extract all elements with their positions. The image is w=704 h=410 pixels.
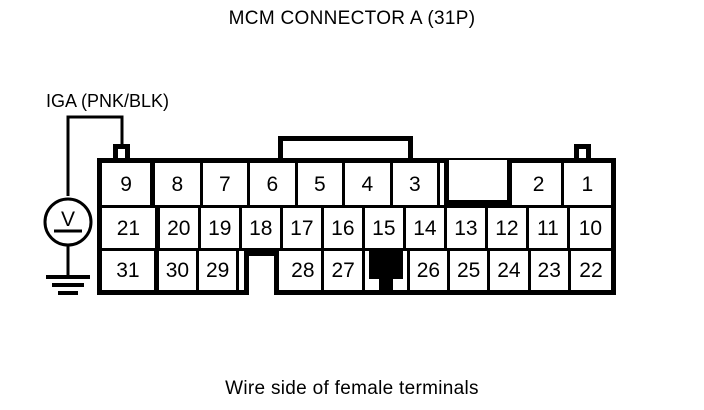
connector-keyway-notch-top bbox=[440, 160, 517, 205]
terminal-cell[interactable]: 7 bbox=[202, 163, 251, 205]
blocked-terminal-cavity bbox=[364, 248, 410, 290]
terminal-cell[interactable]: 28 bbox=[284, 248, 325, 290]
terminal-cell[interactable]: 10 bbox=[569, 205, 611, 248]
terminal-cell[interactable]: 3 bbox=[392, 163, 441, 205]
terminal-cell[interactable]: 5 bbox=[297, 163, 346, 205]
terminal-cell[interactable]: 31 bbox=[102, 248, 159, 290]
terminal-cell[interactable]: 27 bbox=[324, 248, 365, 290]
terminal-row-top: 9 8 7 6 5 4 3 2 1 bbox=[102, 160, 611, 205]
terminal-cell[interactable]: 4 bbox=[345, 163, 393, 205]
blocked-cavity-tab bbox=[378, 251, 393, 290]
terminal-cell[interactable]: 14 bbox=[405, 205, 447, 248]
terminal-cell[interactable]: 18 bbox=[241, 205, 283, 248]
terminal-cell[interactable]: 30 bbox=[158, 248, 200, 290]
terminal-cell[interactable]: 11 bbox=[528, 205, 570, 248]
terminal-cell[interactable]: 9 bbox=[102, 163, 156, 205]
page-title: MCM CONNECTOR A (31P) bbox=[228, 8, 476, 29]
terminal-cell[interactable]: 8 bbox=[155, 163, 203, 205]
wire-label-iga: IGA (PNK/BLK) bbox=[46, 91, 170, 111]
terminal-cell[interactable]: 26 bbox=[409, 248, 451, 290]
terminal-cell[interactable]: 21 bbox=[102, 205, 160, 248]
terminal-cell[interactable]: 20 bbox=[159, 205, 201, 248]
terminal-cell[interactable]: 23 bbox=[530, 248, 571, 290]
connector-body: 9 8 7 6 5 4 3 2 1 21 20 19 18 17 16 15 1… bbox=[97, 158, 616, 295]
voltmeter-symbol: V bbox=[61, 208, 75, 231]
terminal-cell[interactable]: 19 bbox=[200, 205, 242, 248]
terminal-cell[interactable]: 2 bbox=[516, 163, 564, 205]
terminal-cell[interactable]: 25 bbox=[450, 248, 491, 290]
terminal-cell[interactable]: 22 bbox=[570, 248, 612, 290]
terminal-row-bottom: 31 30 29 28 27 26 25 24 23 22 bbox=[102, 248, 612, 295]
connector-latch-tab-center bbox=[278, 136, 413, 162]
terminal-cell[interactable]: 16 bbox=[323, 205, 365, 248]
keyway-notch-shape bbox=[444, 160, 513, 205]
terminal-cell[interactable]: 15 bbox=[364, 205, 406, 248]
terminal-cell[interactable]: 1 bbox=[563, 163, 611, 205]
keyway-notch-shape bbox=[244, 251, 280, 295]
terminal-cell[interactable]: 24 bbox=[490, 248, 531, 290]
connector-keyway-notch-bottom bbox=[239, 248, 285, 295]
terminal-cell[interactable]: 29 bbox=[199, 248, 240, 290]
voltmeter-circle bbox=[43, 197, 93, 247]
terminal-cell[interactable]: 6 bbox=[250, 163, 298, 205]
terminal-row-middle: 21 20 19 18 17 16 15 14 13 12 11 10 bbox=[102, 205, 611, 248]
figure-caption: Wire side of female terminals bbox=[225, 378, 479, 399]
terminal-cell[interactable]: 17 bbox=[282, 205, 324, 248]
terminal-cell[interactable]: 13 bbox=[446, 205, 488, 248]
terminal-cell[interactable]: 12 bbox=[487, 205, 529, 248]
